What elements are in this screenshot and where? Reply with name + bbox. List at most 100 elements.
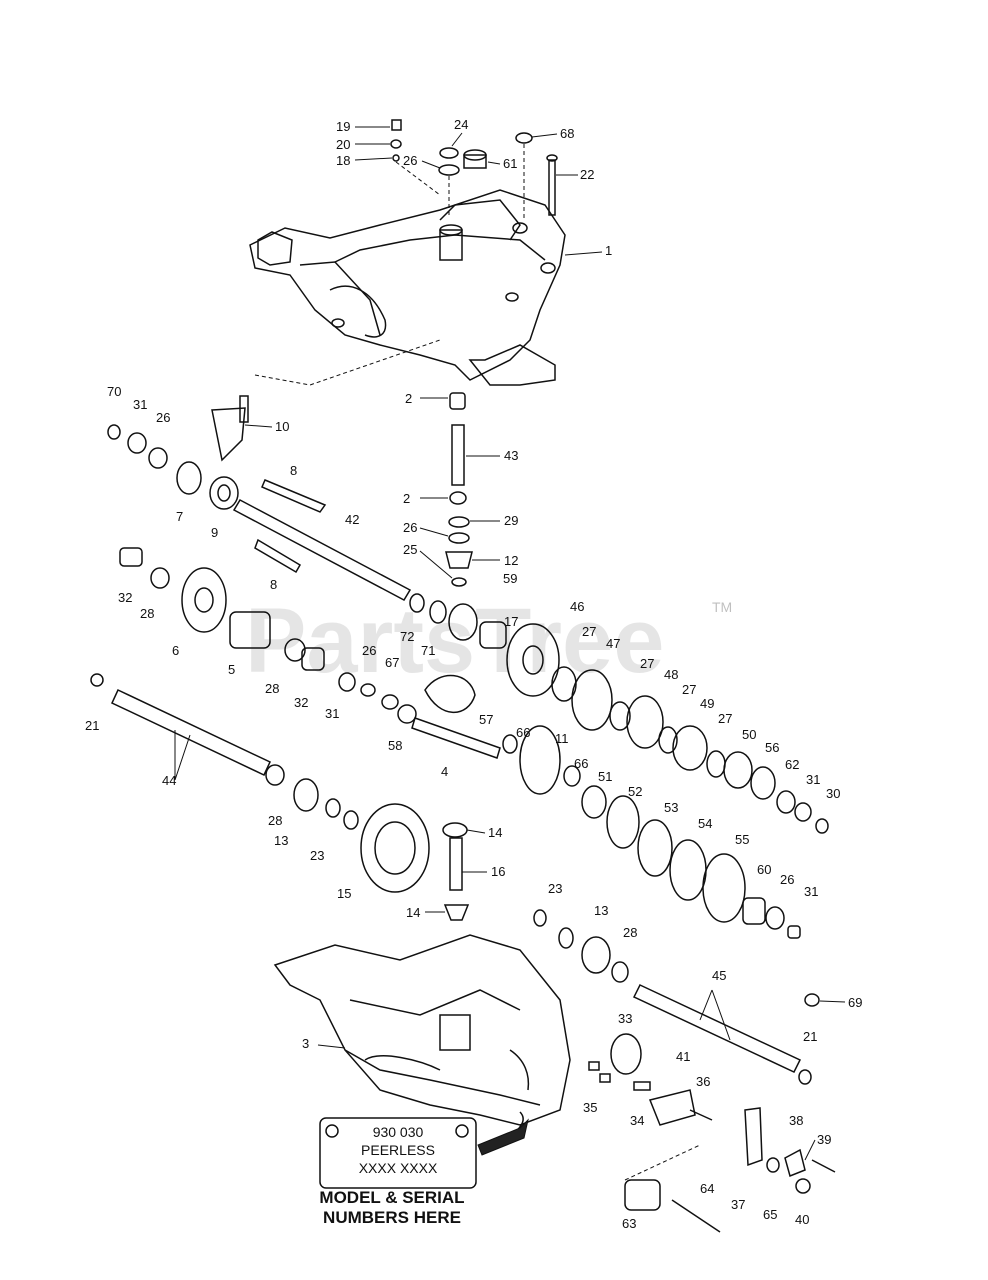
callout-66: 66 xyxy=(574,756,588,771)
callout-26: 26 xyxy=(362,643,376,658)
callout-27: 27 xyxy=(582,624,596,639)
callout-58: 58 xyxy=(388,738,402,753)
callout-40: 40 xyxy=(795,1212,809,1227)
callout-8: 8 xyxy=(290,463,297,478)
callout-42: 42 xyxy=(345,512,359,527)
callout-37: 37 xyxy=(731,1197,745,1212)
callout-7: 7 xyxy=(176,509,183,524)
callout-5: 5 xyxy=(228,662,235,677)
left-upper-stack xyxy=(107,424,239,510)
callout-60: 60 xyxy=(757,862,771,877)
callout-28: 28 xyxy=(623,925,637,940)
callout-48: 48 xyxy=(664,667,678,682)
callout-28: 28 xyxy=(268,813,282,828)
callout-15: 15 xyxy=(337,886,351,901)
caption-line-2: NUMBERS HERE xyxy=(323,1208,461,1227)
callout-41: 41 xyxy=(676,1049,690,1064)
callout-67: 67 xyxy=(385,655,399,670)
callout-45: 45 xyxy=(712,968,726,983)
callout-11: 11 xyxy=(555,731,569,746)
callout-33: 33 xyxy=(618,1011,632,1026)
top-hardware xyxy=(390,119,558,220)
callout-38: 38 xyxy=(789,1113,803,1128)
callout-19: 19 xyxy=(336,119,350,134)
callout-71: 71 xyxy=(421,643,435,658)
mid-row-parts xyxy=(284,638,581,795)
callout-23: 23 xyxy=(310,848,324,863)
callout-51: 51 xyxy=(598,769,612,784)
callout-70: 70 xyxy=(107,384,121,399)
callout-35: 35 xyxy=(583,1100,597,1115)
callout-24: 24 xyxy=(454,117,468,132)
callout-20: 20 xyxy=(336,137,350,152)
callout-61: 61 xyxy=(503,156,517,171)
watermark-tm: TM xyxy=(712,599,732,615)
axle-44 xyxy=(90,673,285,786)
callout-31: 31 xyxy=(325,706,339,721)
callout-50: 50 xyxy=(742,727,756,742)
callout-32: 32 xyxy=(294,695,308,710)
callout-46: 46 xyxy=(570,599,584,614)
callout-36: 36 xyxy=(696,1074,710,1089)
callout-65: 65 xyxy=(763,1207,777,1222)
lower-right-stack xyxy=(533,909,820,1085)
callout-3: 3 xyxy=(302,1036,309,1051)
callout-13: 13 xyxy=(274,833,288,848)
callout-26: 26 xyxy=(156,410,170,425)
callout-31: 31 xyxy=(804,884,818,899)
callout-57: 57 xyxy=(479,712,493,727)
differential xyxy=(293,778,470,921)
callout-4: 4 xyxy=(441,764,448,779)
shift-parts xyxy=(588,1033,836,1233)
callout-66: 66 xyxy=(516,725,530,740)
callout-14: 14 xyxy=(406,905,420,920)
leader-lines xyxy=(174,126,846,1161)
callout-52: 52 xyxy=(628,784,642,799)
callout-69: 69 xyxy=(848,995,862,1010)
callout-28: 28 xyxy=(140,606,154,621)
callout-30: 30 xyxy=(826,786,840,801)
gear-row-upper xyxy=(409,593,829,834)
callout-23: 23 xyxy=(548,881,562,896)
callout-39: 39 xyxy=(817,1132,831,1147)
plate-model: 930 030 xyxy=(373,1124,424,1140)
caption-line-1: MODEL & SERIAL xyxy=(319,1188,464,1207)
shaft-42 xyxy=(232,479,412,601)
callout-34: 34 xyxy=(630,1113,644,1128)
callout-62: 62 xyxy=(785,757,799,772)
callout-1: 1 xyxy=(605,243,612,258)
callout-21: 21 xyxy=(85,718,99,733)
callout-28: 28 xyxy=(265,681,279,696)
callout-22: 22 xyxy=(580,167,594,182)
callout-29: 29 xyxy=(504,513,518,528)
callout-32: 32 xyxy=(118,590,132,605)
lower-housing xyxy=(273,934,571,1141)
callout-55: 55 xyxy=(735,832,749,847)
callout-56: 56 xyxy=(765,740,779,755)
callout-27: 27 xyxy=(640,656,654,671)
upper-housing xyxy=(249,189,566,386)
callout-2: 2 xyxy=(405,391,412,406)
plate-brand: PEERLESS xyxy=(361,1142,435,1158)
callout-26: 26 xyxy=(403,153,417,168)
callout-53: 53 xyxy=(664,800,678,815)
callout-49: 49 xyxy=(700,696,714,711)
callout-2: 2 xyxy=(403,491,410,506)
callout-26: 26 xyxy=(403,520,417,535)
callout-44: 44 xyxy=(162,773,176,788)
callout-18: 18 xyxy=(336,153,350,168)
callout-27: 27 xyxy=(682,682,696,697)
plate-serial: XXXX XXXX xyxy=(359,1160,438,1176)
gear-row-lower xyxy=(581,785,801,939)
callout-13: 13 xyxy=(594,903,608,918)
callout-31: 31 xyxy=(133,397,147,412)
callout-47: 47 xyxy=(606,636,620,651)
callout-54: 54 xyxy=(698,816,712,831)
callout-8: 8 xyxy=(270,577,277,592)
callout-31: 31 xyxy=(806,772,820,787)
callout-labels: 19 20 18 24 26 61 68 22 1 2 10 70 31 26 … xyxy=(85,117,862,1231)
callout-9: 9 xyxy=(211,525,218,540)
callout-68: 68 xyxy=(560,126,574,141)
callout-72: 72 xyxy=(400,629,414,644)
